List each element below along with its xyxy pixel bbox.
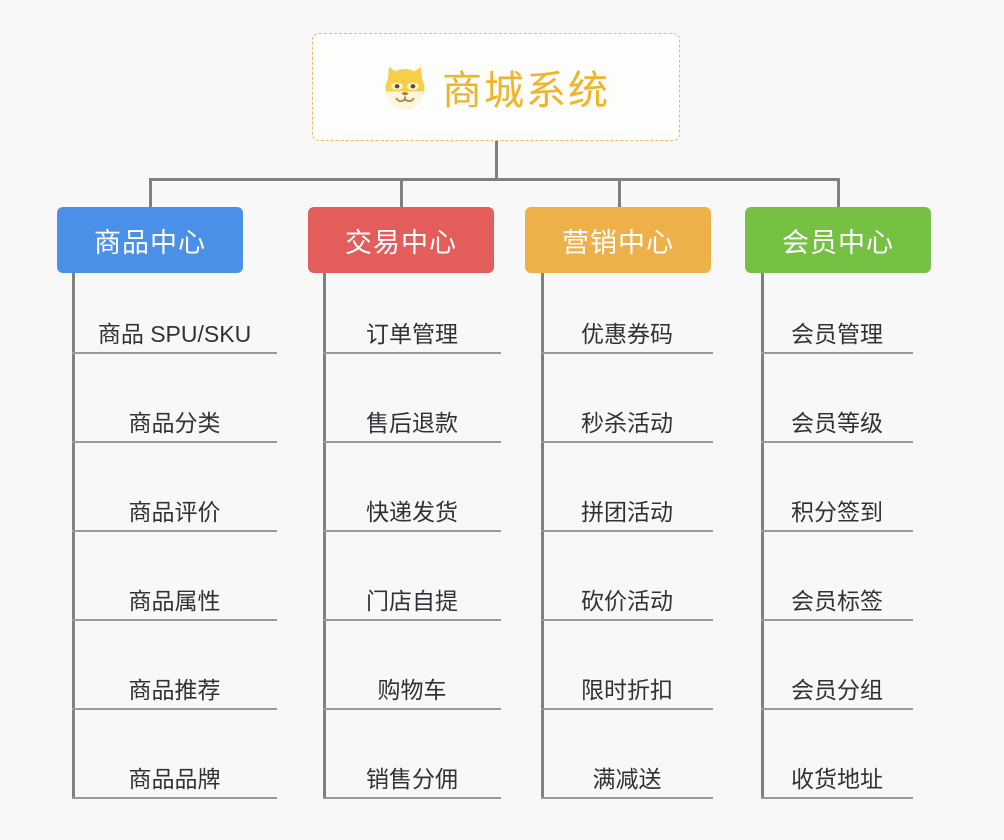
leaf-item[interactable]: 会员等级 (761, 399, 913, 443)
leaf-item-label: 售后退款 (366, 410, 458, 436)
connector-horizontal-bus (150, 178, 840, 181)
connector-drop-3 (618, 178, 621, 207)
leaf-item[interactable]: 商品评价 (72, 488, 277, 532)
leaf-item[interactable]: 限时折扣 (541, 666, 713, 710)
leaf-item-label: 商品品牌 (128, 766, 221, 792)
category-box-product-center[interactable]: 商品中心 (57, 207, 243, 273)
leaf-item-label: 优惠券码 (581, 321, 673, 347)
leaf-item-label: 商品推荐 (128, 677, 221, 703)
category-label: 会员中心 (782, 227, 894, 258)
leaf-item[interactable]: 商品 SPU/SKU (72, 310, 277, 354)
leaf-item[interactable]: 商品属性 (72, 577, 277, 621)
connector-drop-4 (837, 178, 840, 207)
shiba-dog-face-icon (382, 64, 428, 110)
leaf-item[interactable]: 优惠券码 (541, 310, 713, 354)
root-node-shop-system[interactable]: 商城系统 (312, 33, 680, 141)
leaf-item[interactable]: 售后退款 (323, 399, 501, 443)
leaf-spine-3 (541, 273, 544, 799)
root-node-title: 商城系统 (442, 69, 610, 113)
leaf-item-label: 积分签到 (791, 499, 883, 525)
leaf-item[interactable]: 销售分佣 (323, 755, 501, 799)
leaf-spine-2 (323, 273, 326, 799)
leaf-item-label: 订单管理 (366, 321, 458, 347)
leaf-item-label: 满减送 (592, 766, 662, 792)
leaf-item[interactable]: 会员分组 (761, 666, 913, 710)
leaf-item[interactable]: 秒杀活动 (541, 399, 713, 443)
leaf-item-label: 门店自提 (366, 588, 458, 614)
leaf-item-label: 商品属性 (128, 588, 221, 614)
leaf-item[interactable]: 商品推荐 (72, 666, 277, 710)
leaf-item[interactable]: 会员管理 (761, 310, 913, 354)
category-label: 交易中心 (345, 227, 457, 258)
leaf-item[interactable]: 购物车 (323, 666, 501, 710)
category-box-trade-center[interactable]: 交易中心 (308, 207, 494, 273)
leaf-item-label: 商品分类 (128, 410, 221, 436)
leaf-item[interactable]: 快递发货 (323, 488, 501, 532)
leaf-item-label: 限时折扣 (581, 677, 673, 703)
leaf-item-label: 砍价活动 (581, 588, 673, 614)
connector-root-stem (495, 141, 498, 180)
category-box-marketing-center[interactable]: 营销中心 (525, 207, 711, 273)
category-label: 营销中心 (562, 227, 674, 258)
leaf-item[interactable]: 积分签到 (761, 488, 913, 532)
leaf-item[interactable]: 拼团活动 (541, 488, 713, 532)
leaf-item[interactable]: 会员标签 (761, 577, 913, 621)
leaf-item-label: 收货地址 (791, 766, 883, 792)
category-box-member-center[interactable]: 会员中心 (745, 207, 931, 273)
leaf-item-label: 会员管理 (791, 321, 883, 347)
connector-drop-2 (400, 178, 403, 207)
category-label: 商品中心 (94, 227, 206, 258)
leaf-item-label: 秒杀活动 (581, 410, 673, 436)
leaf-item-label: 商品评价 (128, 499, 221, 525)
leaf-item[interactable]: 门店自提 (323, 577, 501, 621)
leaf-item[interactable]: 满减送 (541, 755, 713, 799)
leaf-item[interactable]: 订单管理 (323, 310, 501, 354)
leaf-item-label: 购物车 (377, 677, 447, 703)
leaf-item-label: 快递发货 (366, 499, 458, 525)
leaf-item-label: 会员等级 (791, 410, 883, 436)
leaf-spine-4 (761, 273, 764, 799)
leaf-item-label: 会员分组 (791, 677, 883, 703)
leaf-item[interactable]: 商品品牌 (72, 755, 277, 799)
leaf-item-label: 商品 SPU/SKU (97, 321, 252, 347)
leaf-item[interactable]: 砍价活动 (541, 577, 713, 621)
leaf-item[interactable]: 商品分类 (72, 399, 277, 443)
connector-drop-1 (149, 178, 152, 207)
leaf-item-label: 销售分佣 (366, 766, 458, 792)
leaf-spine-1 (72, 273, 75, 799)
leaf-item-label: 会员标签 (791, 588, 883, 614)
leaf-item-label: 拼团活动 (581, 499, 673, 525)
leaf-item[interactable]: 收货地址 (761, 755, 913, 799)
